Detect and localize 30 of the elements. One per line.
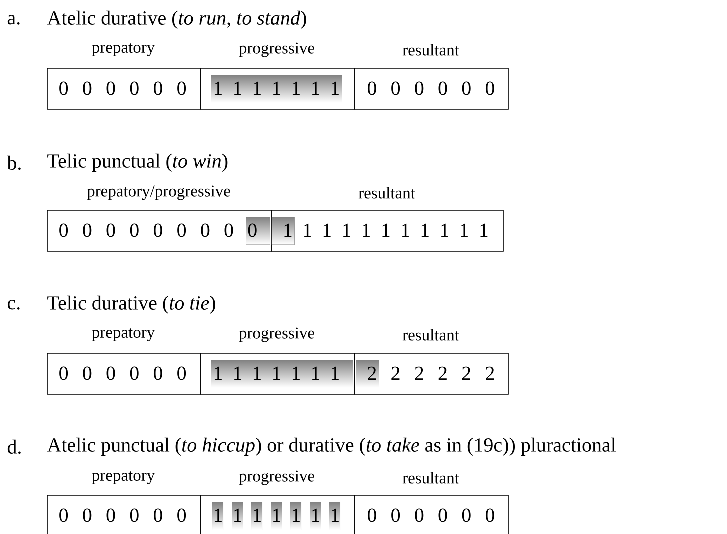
item-letter: d.: [8, 440, 21, 454]
item-letter: c.: [8, 300, 20, 310]
phase-label: resultant: [402, 329, 460, 341]
phase-label: progressive: [239, 470, 314, 486]
phase-label: progressive: [239, 328, 314, 342]
digit-row: 0 0 0 0 0 0: [60, 366, 186, 380]
digit-row: 1 1 1 1 1 1 1: [214, 366, 339, 380]
digit-row: 1 1 1 1 1 1 1: [214, 82, 339, 96]
item-letter: a.: [8, 15, 20, 25]
item-heading: Atelic punctual (to hiccup) or durative (to take as in (19c)) pluractional: [47, 438, 616, 456]
phase-label: prepatory: [92, 328, 156, 342]
digit-row: 0 0 0 0 0 0 0 0 0: [60, 224, 257, 238]
digit-row: 1 1 1 1 1 1 1: [214, 508, 339, 522]
item-heading: Atelic durative (to run, to stand): [47, 10, 306, 30]
phase-label: resultant: [402, 472, 460, 484]
phase-label: prepatory/progressive: [87, 186, 230, 200]
phase-label: progressive: [239, 42, 314, 58]
digit-row: 0 0 0 0 0 0: [60, 508, 186, 522]
item-letter: b.: [7, 156, 21, 170]
item-heading: Telic durative (to tie): [48, 296, 216, 314]
digit-row: 0 0 0 0 0 0: [368, 82, 494, 96]
digit-row: 0 0 0 0 0 0: [368, 508, 494, 522]
item-heading: Telic punctual (to win): [48, 154, 228, 172]
phase-label: prepatory: [92, 472, 156, 484]
phase-label: prepatory: [92, 44, 156, 56]
digit-row: 0 0 0 0 0 0: [60, 82, 186, 96]
phase-label: resultant: [402, 44, 460, 56]
digit-row: 1 1 1 1 1 1 1 1 1 1 1: [284, 224, 488, 238]
digit-row: 2 2 2 2 2 2: [368, 366, 494, 380]
phase-label: resultant: [358, 187, 416, 199]
